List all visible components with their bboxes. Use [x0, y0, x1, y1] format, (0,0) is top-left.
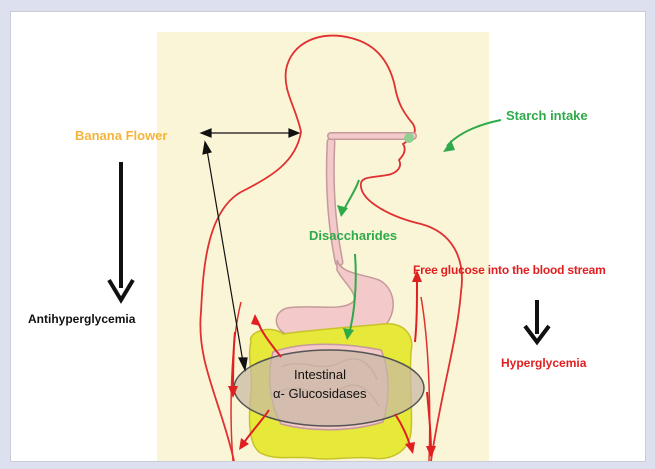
intestinal-label: Intestinal [294, 367, 346, 382]
hyperglycemia-label: Hyperglycemia [501, 356, 586, 370]
banana-flower-label: Banana Flower [75, 128, 167, 143]
hyperglycemia-arrow [525, 300, 549, 342]
free-glucose-label: Free glucose into the blood stream [413, 263, 606, 277]
starch-intake-label: Starch intake [506, 108, 588, 123]
esophagus-arrow [343, 180, 359, 212]
antihyperglycemia-arrow [109, 162, 133, 300]
starch-arrow [447, 120, 501, 146]
disaccharides-label: Disaccharides [309, 228, 397, 243]
glucosidases-label: α- Glucosidases [273, 386, 367, 401]
antihyperglycemia-label: Antihyperglycemia [28, 312, 135, 326]
mouth-marker [404, 133, 414, 143]
diagram-frame: Banana Flower Antihyperglycemia Starch i… [10, 11, 646, 462]
